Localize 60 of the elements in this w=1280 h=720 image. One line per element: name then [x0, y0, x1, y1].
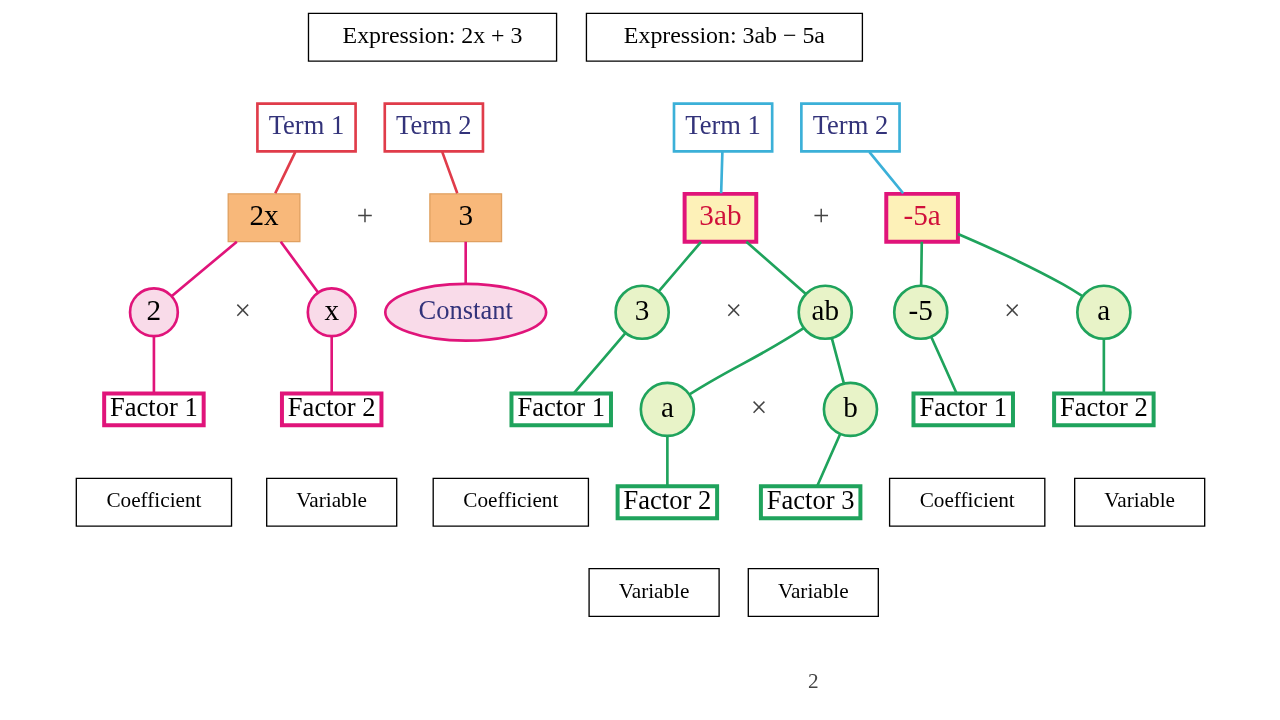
connector	[919, 241, 923, 286]
connector	[279, 241, 319, 293]
node-box: Factor 1	[509, 391, 613, 428]
connector	[440, 151, 459, 194]
node-box: 2x	[227, 193, 301, 243]
connector	[929, 336, 958, 394]
node-box: Variable	[1073, 477, 1205, 527]
node-box: 3ab	[682, 191, 758, 244]
node-box: Variable	[587, 567, 720, 617]
connector	[665, 436, 669, 486]
node-box: Variable	[265, 477, 397, 527]
connector	[1102, 338, 1105, 393]
label: ×	[750, 390, 767, 423]
node-circle: ab	[796, 284, 853, 341]
label: ×	[1003, 293, 1021, 326]
node-box: Factor 1	[911, 391, 1015, 428]
node-box: -5a	[883, 191, 960, 244]
connector	[152, 336, 155, 394]
node-box: Factor 2	[1051, 391, 1156, 428]
node-circle: a	[1075, 284, 1132, 341]
node-ellipse: Constant	[383, 282, 547, 342]
node-circle: b	[822, 381, 878, 438]
node-box: Factor 2	[615, 484, 719, 521]
node-circle: 2	[128, 287, 179, 338]
node-box: Term 2	[799, 102, 901, 153]
label: +	[812, 199, 829, 232]
label: +	[356, 199, 373, 232]
node-box: Factor 1	[101, 391, 206, 428]
connector	[170, 240, 238, 297]
connector	[719, 151, 724, 194]
label: ×	[724, 293, 742, 326]
connector	[657, 240, 702, 292]
connector	[867, 151, 904, 195]
node-circle: x	[306, 287, 357, 338]
node-box: Expression: 2x + 3	[307, 12, 557, 62]
connector	[957, 232, 1083, 298]
connector	[572, 332, 626, 395]
node-box: Coefficient	[888, 477, 1045, 527]
node-box: Coefficient	[432, 477, 589, 527]
connector	[688, 326, 804, 396]
connector	[744, 240, 807, 295]
node-circle: a	[639, 381, 695, 438]
node-box: Factor 3	[758, 484, 862, 521]
connector	[463, 241, 467, 284]
node-box: Coefficient	[75, 477, 232, 527]
node-box: Term 2	[382, 102, 484, 153]
connector	[273, 151, 297, 194]
node-box: Variable	[747, 567, 879, 617]
connector	[329, 336, 333, 394]
label: ×	[234, 293, 251, 326]
connector	[815, 433, 841, 487]
node-box: Factor 2	[279, 391, 383, 428]
node-box: 3	[428, 193, 502, 243]
node-circle: 3	[613, 284, 670, 341]
connector	[830, 338, 845, 384]
node-box: Expression: 3ab − 5a	[585, 12, 863, 62]
label: 2	[807, 668, 819, 693]
node-circle: -5	[892, 284, 949, 341]
node-box: Term 1	[672, 102, 773, 153]
node-box: Term 1	[255, 102, 357, 153]
